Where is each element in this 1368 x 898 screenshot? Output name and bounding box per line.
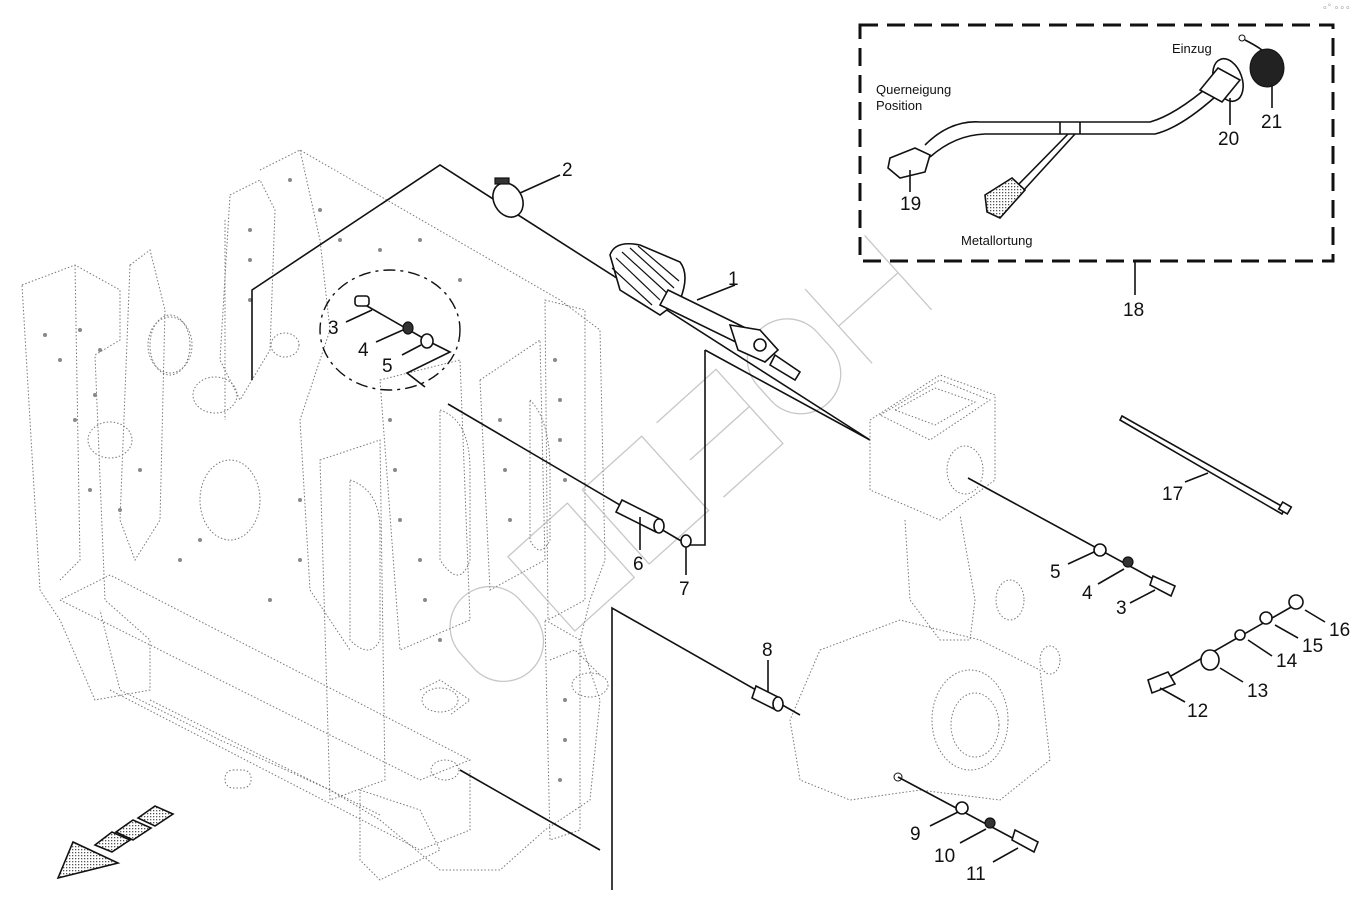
callout-9[interactable]: 9 xyxy=(910,824,921,845)
harness-label-querneigung: Querneigung xyxy=(876,82,951,97)
callout-12[interactable]: 12 xyxy=(1187,701,1208,722)
harness-label-einzug: Einzug xyxy=(1172,41,1212,56)
callout-3[interactable]: 3 xyxy=(328,318,339,339)
callout-5[interactable]: 5 xyxy=(382,356,393,377)
callout-19[interactable]: 19 xyxy=(900,194,921,215)
callout-21[interactable]: 21 xyxy=(1261,112,1282,133)
callout-5-right[interactable]: 5 xyxy=(1050,562,1061,583)
callout-1[interactable]: 1 xyxy=(728,269,739,290)
callout-17[interactable]: 17 xyxy=(1162,484,1183,505)
callout-4[interactable]: 4 xyxy=(358,340,369,361)
watermark xyxy=(449,235,933,683)
harness-label-position: Position xyxy=(876,98,922,113)
callout-labels: 1 2 3 4 5 6 7 8 9 10 11 12 13 14 15 16 1… xyxy=(328,112,1350,885)
corner-mark: ∘° ∘∘∘ xyxy=(1322,2,1351,12)
harness-box: Querneigung Position Einzug Metallortung xyxy=(858,23,1335,295)
callout-4-right[interactable]: 4 xyxy=(1082,583,1093,604)
callout-20[interactable]: 20 xyxy=(1218,129,1239,150)
direction-arrow-icon xyxy=(56,805,175,880)
callout-8[interactable]: 8 xyxy=(762,640,773,661)
harness-label-metallortung: Metallortung xyxy=(961,233,1033,248)
callout-13[interactable]: 13 xyxy=(1247,681,1268,702)
callout-3-right[interactable]: 3 xyxy=(1116,598,1127,619)
callout-15[interactable]: 15 xyxy=(1302,636,1323,657)
machine-frame-ghost xyxy=(21,149,609,881)
callout-14[interactable]: 14 xyxy=(1276,651,1298,672)
callout-6[interactable]: 6 xyxy=(633,554,644,575)
callout-16[interactable]: 16 xyxy=(1329,620,1350,641)
callout-7[interactable]: 7 xyxy=(679,579,690,600)
callout-10[interactable]: 10 xyxy=(934,846,955,867)
gearbox xyxy=(789,374,1061,801)
drive-shaft-assembly xyxy=(251,164,871,546)
hardware xyxy=(319,269,1326,890)
callout-11[interactable]: 11 xyxy=(966,864,986,885)
callout-18[interactable]: 18 xyxy=(1123,300,1144,321)
callout-2[interactable]: 2 xyxy=(562,160,573,181)
